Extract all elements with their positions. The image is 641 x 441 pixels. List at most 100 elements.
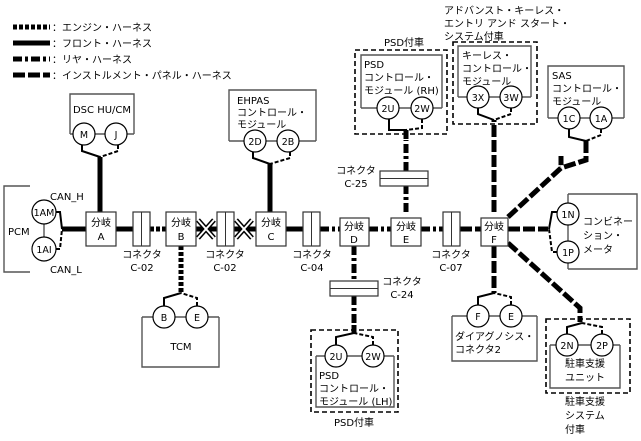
connector-c02-a-name: コネクタ — [122, 249, 162, 261]
connector-c24-code: C-24 — [390, 290, 413, 301]
park-group-line-3: 付車 — [565, 423, 585, 436]
park-group-line-2: システム — [565, 410, 605, 422]
combi-pin-1n-label: 1N — [561, 210, 574, 221]
sas-module: SAS コントロール・ モジュール 1C 1A — [547, 65, 625, 171]
diag-pin-f-label: F — [475, 312, 480, 323]
tcm-label: TCM — [169, 342, 191, 353]
combi-module: コンビネー ション・ メータ 1N 1P — [548, 193, 638, 270]
combi-pin-1p-label: 1P — [562, 248, 574, 259]
combi-line-1: コンビネー — [583, 216, 633, 228]
connector-c04: コネクタ C-04 — [292, 211, 332, 274]
psd-rh-line-2: コントロール・ — [364, 73, 434, 84]
junction-e-letter: E — [403, 235, 409, 246]
twist-mark-left — [196, 218, 216, 240]
park-line-1: 駐車支援 — [565, 357, 605, 370]
junction-a-letter: A — [98, 232, 105, 243]
connector-c24-name: コネクタ — [382, 276, 422, 288]
psd-rh-group-label: PSD付車 — [384, 36, 424, 49]
connector-c25: コネクタ C-25 — [336, 165, 429, 190]
ehpas-line-1: EHPAS — [237, 96, 269, 107]
dsc-label: DSC HU/CM — [73, 105, 131, 116]
keyless-option-box — [452, 41, 538, 125]
psd-lh-module: PSD コントロール・ モジュール (LH) 2U 2W PSD付車 — [310, 325, 399, 429]
keyless-line-3: モジュール — [462, 77, 511, 88]
sas-pin-1c-label: 1C — [563, 114, 576, 125]
psd-lh-line-3: モジュール (LH) — [319, 397, 392, 408]
legend: ：エンジン・ハーネス ：フロント・ハーネス ：リヤ・ハーネス ：インストルメント… — [13, 22, 232, 82]
twist-mark-right — [234, 218, 254, 240]
diag-line-1: ダイアグノシス・ — [455, 330, 534, 343]
junction-c-letter: C — [268, 232, 275, 243]
junction-b-letter: B — [178, 232, 185, 243]
pcm-pin-1ai-label: 1AI — [36, 245, 51, 256]
sas-line-3: モジュール — [552, 97, 601, 108]
pcm-pin-1am-label: 1AM — [34, 208, 55, 219]
connector-c24: コネクタ C-24 — [329, 276, 422, 301]
keyless-group-line-1: アドバンスト・キーレス・ — [444, 5, 564, 17]
sas-line-1: SAS — [552, 71, 572, 82]
connector-c25-name: コネクタ — [336, 165, 376, 177]
junction-d-letter: D — [350, 235, 358, 246]
dsc-pin-j — [104, 122, 128, 146]
connector-c02-a: コネクタ C-02 — [122, 211, 162, 274]
junction-b: 分岐 B — [165, 211, 197, 247]
connector-c02-a-code: C-02 — [130, 263, 153, 274]
park-pin-2n-label: 2N — [560, 341, 573, 352]
connector-c04-code: C-04 — [300, 263, 323, 274]
junction-d-label: 分岐 — [344, 220, 364, 233]
junction-c-label: 分岐 — [261, 216, 281, 229]
ehpas-line-2: コントロール・ — [237, 108, 307, 119]
can-l-label: CAN_L — [50, 265, 82, 276]
connector-c07-name: コネクタ — [431, 249, 471, 261]
junction-f-label: 分岐 — [484, 220, 504, 233]
combi-line-3: メータ — [583, 244, 613, 256]
dsc-pin-m — [72, 122, 96, 146]
junction-e: 分岐 E — [390, 217, 422, 247]
dsc-module: DSC HU/CM M J — [69, 93, 135, 158]
park-line-2: ユニット — [565, 373, 605, 384]
psd-rh-pin-2w-label: 2W — [414, 104, 430, 115]
psd-lh-pin-2u-label: 2U — [330, 352, 343, 363]
ehpas-pin-2b — [276, 129, 300, 153]
junction-e-label: 分岐 — [396, 220, 416, 233]
junction-b-label: 分岐 — [171, 216, 191, 229]
psd-lh-line-2: コントロール・ — [319, 384, 389, 395]
legend-inst-label: ：インストルメント・パネル・ハーネス — [52, 70, 232, 82]
junction-a: 分岐 A — [85, 211, 117, 247]
legend-front-label: ：フロント・ハーネス — [52, 38, 152, 50]
tcm-pin-e-label: E — [194, 313, 200, 324]
ehpas-line-3: モジュール — [237, 120, 286, 131]
sas-pin-1a-label: 1A — [595, 114, 608, 125]
ehpas-pin-2b-label: 2B — [282, 137, 295, 148]
keyless-pin-3x-label: 3X — [472, 93, 485, 104]
connector-c04-name: コネクタ — [292, 249, 332, 261]
legend-engine-label: ：エンジン・ハーネス — [52, 22, 152, 34]
pcm-module: PCM 1AM 1AI CAN_H CAN_L — [3, 185, 84, 276]
combi-pin-1n — [556, 202, 580, 226]
dsc-pin-m-label: M — [80, 130, 88, 141]
connector-c07-code: C-07 — [439, 263, 462, 274]
keyless-group-line-3: システム付車 — [444, 30, 504, 43]
psd-rh-pin-2u-label: 2U — [382, 104, 395, 115]
junction-a-label: 分岐 — [91, 216, 111, 229]
diag-line-2: コネクタ2 — [455, 344, 501, 356]
sas-line-2: コントロール・ — [552, 84, 622, 95]
legend-rear-label: ：リヤ・ハーネス — [52, 54, 132, 66]
junction-f: 分岐 F — [480, 217, 509, 247]
connector-c02-b-name: コネクタ — [205, 249, 245, 261]
keyless-line-2: コントロール・ — [462, 64, 532, 75]
junction-c: 分岐 C — [255, 211, 287, 247]
keyless-module: アドバンスト・キーレス・ エントリ アンド スタート・ システム付車 キーレス・… — [444, 5, 570, 125]
ehpas-pin-2d — [243, 129, 267, 153]
combi-line-2: ション・ — [583, 231, 623, 242]
diag-pin-e-label: E — [508, 312, 514, 323]
psd-lh-line-1: PSD — [319, 371, 339, 382]
can-h-label: CAN_H — [50, 192, 84, 203]
keyless-line-1: キーレス・ — [462, 51, 512, 62]
psd-lh-group-label: PSD付車 — [334, 416, 374, 429]
psd-rh-line-1: PSD — [364, 60, 384, 71]
park-assist-option-box — [545, 318, 631, 394]
connector-c02-b-code: C-02 — [213, 263, 236, 274]
connector-c25-code: C-25 — [344, 179, 367, 190]
